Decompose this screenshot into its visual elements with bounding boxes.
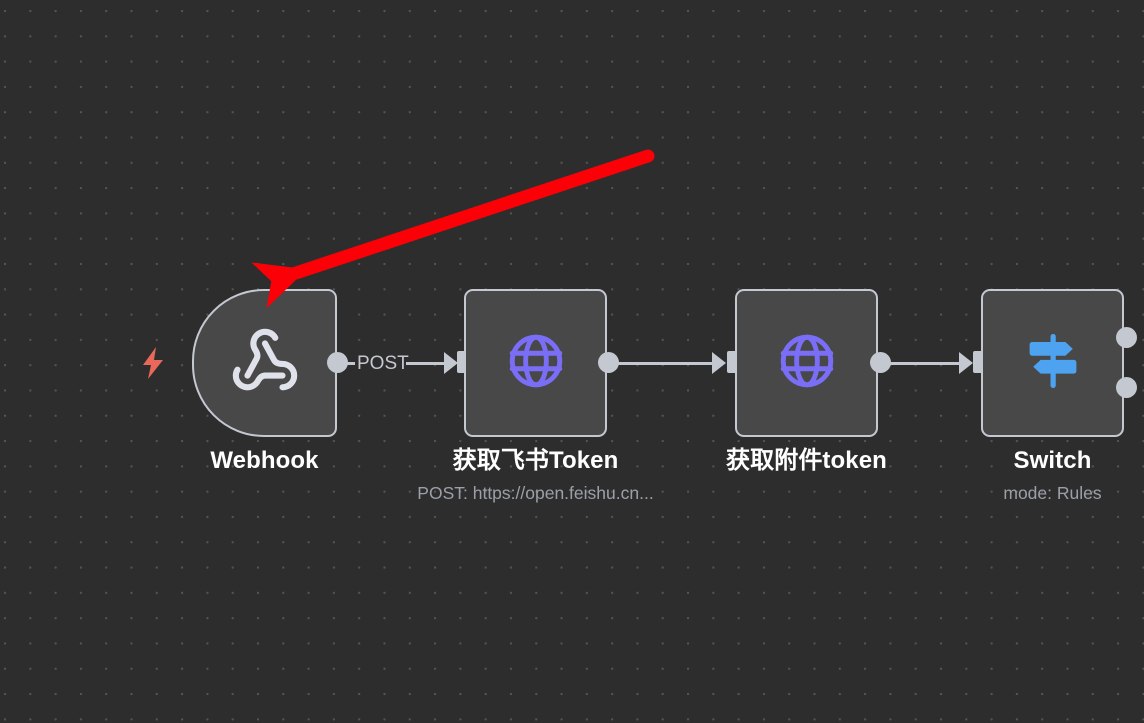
output-endpoint[interactable] <box>870 352 891 373</box>
connection-arrow-icon <box>712 352 726 374</box>
node-label-get-feishu-token: 获取飞书Token <box>452 447 619 474</box>
lightning-bolt-icon <box>141 347 165 385</box>
node-subtitle-switch: mode: Rules <box>1003 483 1102 503</box>
input-connector[interactable] <box>973 348 999 378</box>
connection-arrow-icon <box>959 352 973 374</box>
connection-line[interactable] <box>406 362 446 365</box>
node-get-attachment-token[interactable] <box>735 289 878 437</box>
signpost-icon <box>1020 328 1086 399</box>
connection-line[interactable] <box>607 362 712 365</box>
input-connector[interactable] <box>457 348 483 378</box>
input-connector[interactable] <box>727 348 753 378</box>
webhook-icon <box>230 326 300 401</box>
node-label-webhook: Webhook <box>210 447 319 474</box>
globe-icon <box>776 330 838 397</box>
globe-icon <box>505 330 567 397</box>
node-label-switch: Switch <box>1013 447 1092 474</box>
output-endpoint-false[interactable] <box>1116 377 1137 398</box>
node-subtitle-get-feishu-token: POST: https://open.feishu.cn... <box>417 483 654 503</box>
node-webhook[interactable] <box>192 289 337 437</box>
output-endpoint[interactable] <box>327 352 348 373</box>
node-get-feishu-token[interactable] <box>464 289 607 437</box>
connection-label-post: POST <box>355 353 411 374</box>
node-switch[interactable] <box>981 289 1124 437</box>
connection-arrow-icon <box>444 352 458 374</box>
connection-line[interactable] <box>878 362 960 365</box>
node-label-get-attachment-token: 获取附件token <box>726 447 887 474</box>
output-endpoint[interactable] <box>598 352 619 373</box>
output-endpoint-true[interactable] <box>1116 327 1137 348</box>
